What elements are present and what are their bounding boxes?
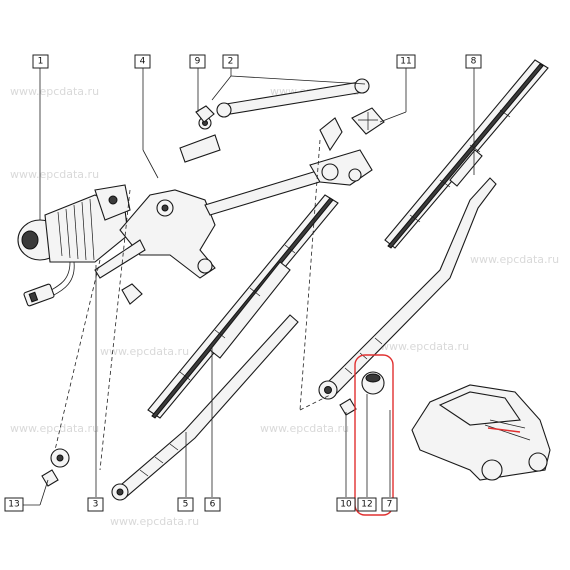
callout-label: 1 [38, 57, 44, 67]
callout-10: 10 [336, 497, 356, 512]
callout-13: 13 [4, 497, 24, 512]
watermark: www.epcdata.ru [10, 422, 99, 435]
callout-1: 1 [32, 54, 49, 69]
callout-label: 11 [400, 57, 411, 67]
callout-7: 7 [381, 497, 398, 512]
watermark: www.epcdata.ru [100, 345, 189, 358]
callout-5: 5 [177, 497, 194, 512]
linkage-frame [94, 117, 373, 279]
callout-6: 6 [204, 497, 221, 512]
callout-label: 8 [471, 57, 477, 67]
left-wiper-arm [111, 314, 299, 501]
callout-label: 7 [387, 500, 393, 510]
watermark: www.epcdata.ru [10, 85, 99, 98]
callout-11: 11 [396, 54, 416, 69]
watermark: www.epcdata.ru [110, 515, 199, 528]
car-silhouette [411, 384, 551, 481]
highlight-part-12 [354, 354, 394, 516]
watermark: www.epcdata.ru [10, 168, 99, 181]
right-wiper-arm [318, 177, 497, 400]
watermark: www.epcdata.ru [260, 422, 349, 435]
connecting-rod [179, 78, 370, 163]
fasteners [41, 105, 385, 487]
callout-label: 2 [228, 57, 234, 67]
callout-label: 10 [340, 500, 352, 510]
callout-label: 6 [210, 500, 216, 510]
callout-label: 12 [361, 500, 372, 510]
callout-8: 8 [465, 54, 482, 69]
callout-9: 9 [189, 54, 206, 69]
watermark-layer: www.epcdata.ru www.epcdata.ru www.epcdat… [10, 85, 559, 528]
callout-2: 2 [222, 54, 239, 69]
callout-label: 3 [93, 500, 99, 510]
right-wiper-blade [384, 59, 549, 249]
leader-lines [23, 67, 475, 506]
callout-label: 9 [195, 57, 201, 67]
wiper-motor [17, 184, 131, 307]
left-wiper-blade [147, 194, 339, 419]
watermark: www.epcdata.ru [380, 340, 469, 353]
callout-label: 13 [8, 500, 19, 510]
callout-label: 5 [183, 500, 189, 510]
callout-4: 4 [134, 54, 151, 69]
watermark: www.epcdata.ru [470, 253, 559, 266]
callout-3: 3 [87, 497, 104, 512]
spindle-cap [351, 107, 385, 135]
callout-label: 4 [140, 57, 146, 67]
callout-12: 12 [357, 497, 377, 512]
